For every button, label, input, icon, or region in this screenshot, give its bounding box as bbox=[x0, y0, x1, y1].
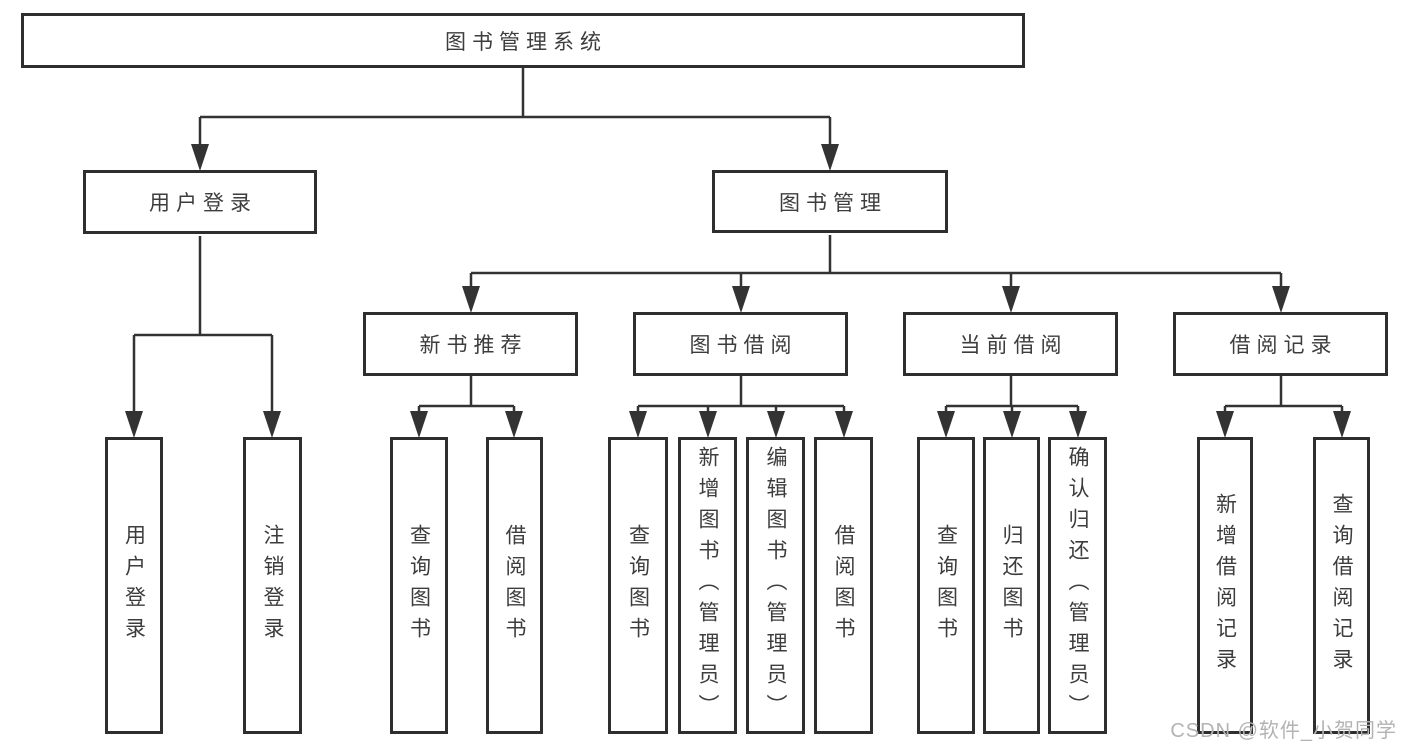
node-current-borrowing-label: 当前借阅 bbox=[959, 334, 1068, 357]
leaf-query-book-current-label: 查询图书 bbox=[934, 523, 958, 648]
leaf-user-login-label: 用户登录 bbox=[122, 523, 146, 648]
leaf-add-book-admin: 新增图书（管理员） bbox=[678, 437, 737, 734]
leaf-add-book-admin-label: 新增图书（管理员） bbox=[696, 446, 719, 725]
node-user-login: 用户登录 bbox=[83, 170, 317, 234]
node-root-label: 图书管理系统 bbox=[445, 30, 607, 54]
leaf-query-book-borrowing-label: 查询图书 bbox=[626, 523, 650, 648]
node-borrow-records: 借阅记录 bbox=[1173, 312, 1388, 376]
leaf-edit-book-admin: 编辑图书（管理员） bbox=[746, 437, 805, 734]
leaf-borrow-book-recommend: 借阅图书 bbox=[486, 437, 543, 734]
leaf-query-borrow-record-label: 查询借阅记录 bbox=[1330, 492, 1353, 679]
leaf-edit-book-admin-label: 编辑图书（管理员） bbox=[764, 446, 787, 725]
leaf-return-book: 归还图书 bbox=[983, 437, 1040, 734]
leaf-query-book-current: 查询图书 bbox=[917, 437, 975, 734]
node-root: 图书管理系统 bbox=[21, 13, 1025, 68]
leaf-query-book-recommend-label: 查询图书 bbox=[407, 523, 431, 648]
leaf-borrow-book-label: 借阅图书 bbox=[832, 523, 855, 648]
node-book-management-label: 图书管理 bbox=[779, 191, 887, 215]
arrowheads bbox=[125, 144, 1351, 438]
node-user-login-label: 用户登录 bbox=[149, 192, 257, 215]
leaf-borrow-book: 借阅图书 bbox=[814, 437, 873, 734]
node-borrow-records-label: 借阅记录 bbox=[1229, 334, 1338, 357]
leaf-user-login: 用户登录 bbox=[105, 437, 163, 734]
node-book-borrowing-label: 图书借阅 bbox=[689, 334, 798, 357]
node-new-book-recommend: 新书推荐 bbox=[363, 312, 578, 376]
leaf-query-borrow-record: 查询借阅记录 bbox=[1313, 437, 1370, 734]
leaf-query-book-recommend: 查询图书 bbox=[390, 437, 448, 734]
leaf-add-borrow-record: 新增借阅记录 bbox=[1197, 437, 1253, 734]
leaf-query-book-borrowing: 查询图书 bbox=[608, 437, 668, 734]
leaf-logout: 注销登录 bbox=[243, 437, 302, 734]
node-new-book-recommend-label: 新书推荐 bbox=[419, 334, 528, 357]
leaf-confirm-return-admin: 确认归还（管理员） bbox=[1048, 437, 1107, 734]
leaf-confirm-return-admin-label: 确认归还（管理员） bbox=[1066, 446, 1089, 725]
node-book-management: 图书管理 bbox=[712, 170, 948, 233]
node-book-borrowing: 图书借阅 bbox=[633, 312, 848, 376]
leaf-add-borrow-record-label: 新增借阅记录 bbox=[1213, 492, 1237, 679]
leaf-logout-label: 注销登录 bbox=[261, 523, 284, 648]
leaf-return-book-label: 归还图书 bbox=[1000, 523, 1023, 648]
leaf-borrow-book-recommend-label: 借阅图书 bbox=[503, 523, 526, 648]
node-current-borrowing: 当前借阅 bbox=[903, 312, 1118, 376]
csdn-watermark: CSDN @软件_小贺同学 bbox=[1170, 720, 1397, 742]
